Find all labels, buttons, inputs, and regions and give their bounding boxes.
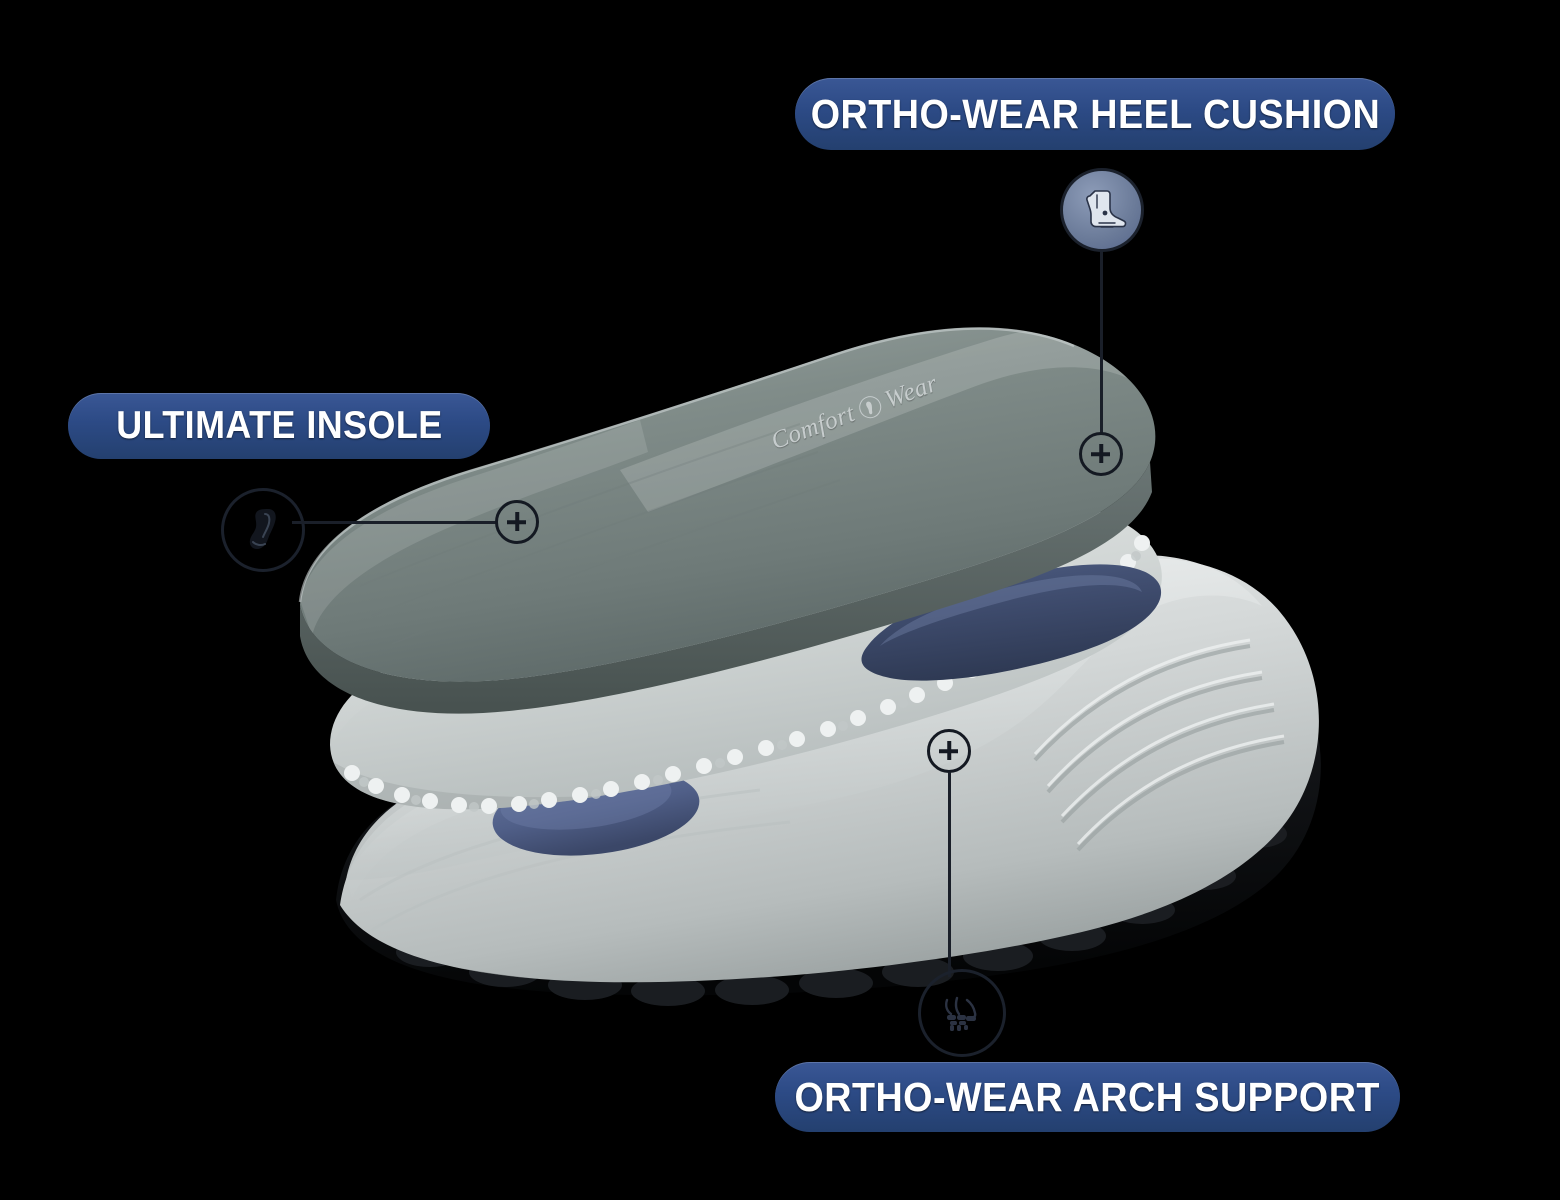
gel-pad-heel <box>861 564 1162 681</box>
top-insole-shape <box>300 327 1156 682</box>
insole-foot-icon[interactable] <box>221 488 305 572</box>
top-insole-sidewall <box>300 462 1152 714</box>
foam-cut-edge-shadow <box>359 551 1141 812</box>
leader-line-arch-support <box>948 772 951 977</box>
callout-label-text: ORTHO-WEAR ARCH SUPPORT <box>794 1073 1381 1120</box>
middle-foam-layer <box>330 499 1162 810</box>
gel-pad-forefoot <box>492 768 700 856</box>
callout-label-ultimate-insole[interactable]: ULTIMATE INSOLE <box>68 393 490 459</box>
midsole-top-face <box>346 555 1262 880</box>
hotspot-plus-heel-cushion[interactable] <box>1079 432 1123 476</box>
outsole-tread <box>396 820 1287 1006</box>
footprint-logo-icon <box>855 393 885 422</box>
leader-line-ultimate-insole <box>292 521 497 524</box>
gel-pad-forefoot-highlight <box>500 770 672 830</box>
midsole-details <box>340 638 1310 983</box>
callout-label-heel-cushion[interactable]: ORTHO-WEAR HEEL CUSHION <box>795 78 1395 150</box>
heel-bone-icon[interactable] <box>1060 168 1144 252</box>
foam-cut-edge <box>344 535 1150 814</box>
midsole-shape <box>340 558 1319 983</box>
brand-text-right: Wear <box>881 369 942 414</box>
hotspot-plus-ultimate-insole[interactable] <box>495 500 539 544</box>
top-insole-details <box>300 327 1156 682</box>
brand-mark: Comfort Wear <box>761 337 986 474</box>
foot-arch-bones-icon[interactable] <box>918 969 1006 1057</box>
callout-label-arch-support[interactable]: ORTHO-WEAR ARCH SUPPORT <box>775 1062 1400 1132</box>
callout-label-text: ULTIMATE INSOLE <box>115 404 443 447</box>
leader-line-heel-cushion <box>1100 240 1103 435</box>
gel-pad-heel-highlight <box>880 575 1142 646</box>
callout-label-text: ORTHO-WEAR HEEL CUSHION <box>810 90 1380 137</box>
outsole-shape <box>336 700 1321 996</box>
hotspot-plus-arch-support[interactable] <box>927 729 971 773</box>
brand-text-left: Comfort <box>767 399 859 455</box>
